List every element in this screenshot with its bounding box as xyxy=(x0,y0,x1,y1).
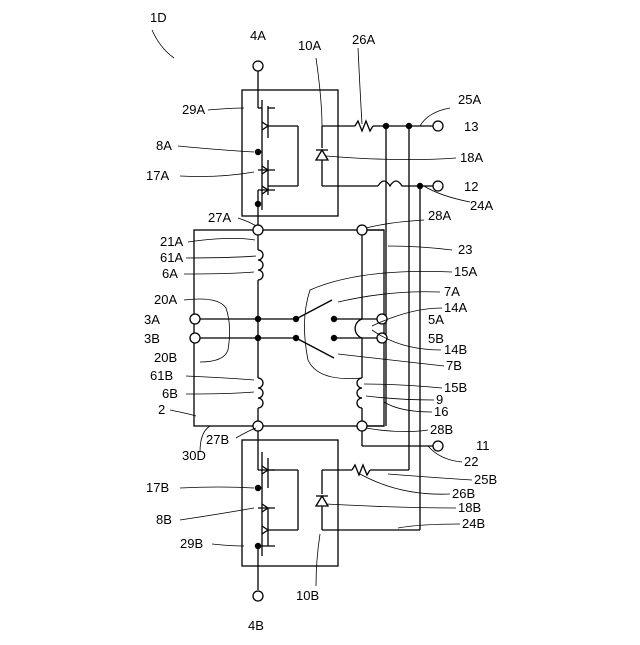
label-20B: 20B xyxy=(154,350,177,365)
terminal-4B xyxy=(253,591,263,601)
label-7A: 7A xyxy=(444,284,460,299)
label-15A: 15A xyxy=(454,264,477,279)
label-18A: 18A xyxy=(460,150,483,165)
label-61A: 61A xyxy=(160,250,183,265)
label-6A: 6A xyxy=(162,266,178,281)
label-13: 13 xyxy=(464,119,478,134)
label-14B: 14B xyxy=(444,342,467,357)
label-17B: 17B xyxy=(146,480,169,495)
label-6B: 6B xyxy=(162,386,178,401)
label-28B: 28B xyxy=(430,422,453,437)
terminal-28A xyxy=(357,225,367,235)
terminals xyxy=(190,61,443,601)
label-30D: 30D xyxy=(182,448,206,463)
terminal-13 xyxy=(433,121,443,131)
terminal-4A xyxy=(253,61,263,71)
label-3B: 3B xyxy=(144,331,160,346)
label-22: 22 xyxy=(464,454,478,469)
label-8A: 8A xyxy=(156,138,172,153)
switch-unit-b xyxy=(242,440,420,590)
label-23: 23 xyxy=(458,242,472,257)
label-11: 11 xyxy=(476,438,490,453)
label-18B: 18B xyxy=(458,500,481,515)
label-10B: 10B xyxy=(296,588,319,603)
figure-label: 1D xyxy=(150,10,167,25)
label-3A: 3A xyxy=(144,312,160,327)
terminal-5A xyxy=(377,314,387,324)
terminal-27A xyxy=(253,225,263,235)
label-7B: 7B xyxy=(446,358,462,373)
label-20A: 20A xyxy=(154,292,177,307)
label-16: 16 xyxy=(434,404,448,419)
label-28A: 28A xyxy=(428,208,451,223)
terminal-12 xyxy=(433,181,443,191)
label-29B: 29B xyxy=(180,536,203,551)
label-8B: 8B xyxy=(156,512,172,527)
terminal-27B xyxy=(253,421,263,431)
label-5A: 5A xyxy=(428,312,444,327)
label-27A: 27A xyxy=(208,210,231,225)
label-15B: 15B xyxy=(444,380,467,395)
label-29A: 29A xyxy=(182,102,205,117)
label-26A: 26A xyxy=(352,32,375,47)
label-2: 2 xyxy=(158,402,165,417)
label-4A: 4A xyxy=(250,28,266,43)
terminal-3B xyxy=(190,333,200,343)
label-12: 12 xyxy=(464,179,478,194)
label-24A: 24A xyxy=(470,198,493,213)
label-61B: 61B xyxy=(150,368,173,383)
label-26B: 26B xyxy=(452,486,475,501)
terminal-11 xyxy=(433,441,443,451)
label-17A: 17A xyxy=(146,168,169,183)
label-14A: 14A xyxy=(444,300,467,315)
label-10A: 10A xyxy=(298,38,321,53)
label-21A: 21A xyxy=(160,234,183,249)
label-25A: 25A xyxy=(458,92,481,107)
switch-unit-a xyxy=(242,71,433,230)
label-4B: 4B xyxy=(248,618,264,633)
label-25B: 25B xyxy=(474,472,497,487)
terminal-28B xyxy=(357,421,367,431)
label-27B: 27B xyxy=(206,432,229,447)
label-24B: 24B xyxy=(462,516,485,531)
label-5B: 5B xyxy=(428,331,444,346)
terminal-3A xyxy=(190,314,200,324)
